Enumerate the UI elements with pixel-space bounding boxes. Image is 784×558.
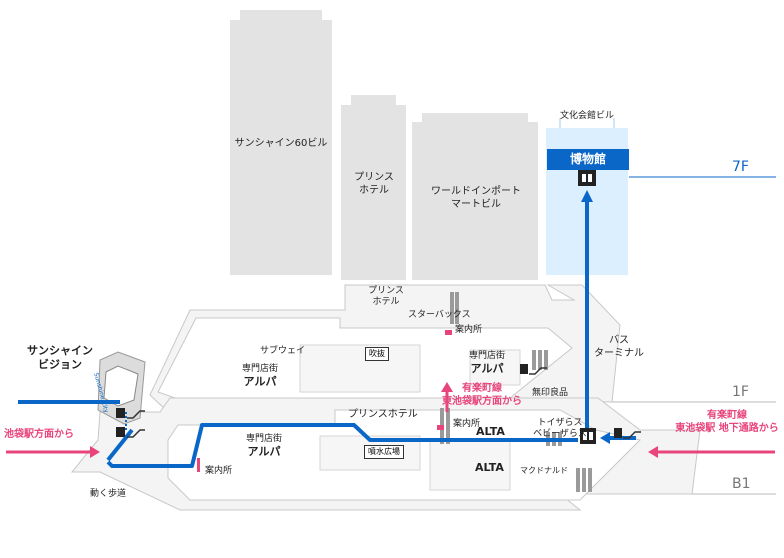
label-fountain-plaza: 噴水広場 [364, 445, 404, 459]
label-1f-alpa-sub: 専門店街 [241, 364, 279, 374]
pink-arrow-right-entry [648, 446, 775, 458]
label-b1-alpa-sub: 専門店街 [245, 434, 283, 444]
info-marker-icon [197, 330, 452, 472]
label-world-import-line1: ワールドインポート [431, 186, 521, 197]
sunshine-vision-tower [97, 351, 146, 425]
label-b1-prince-hotel: プリンスホテル [348, 409, 418, 420]
label-alta-top: ALTA [476, 425, 505, 438]
label-b1-info-center: 案内所 [453, 419, 481, 429]
label-toys-line2: ベビーザらス [533, 429, 587, 440]
label-1f-prince-line1: プリンス [368, 286, 404, 296]
label-mcdonalds: マクドナルド [520, 466, 568, 475]
label-subway: サブウェイ [260, 346, 306, 356]
escalator-icon [116, 364, 641, 439]
label-b1-alpa-main: アルパ [247, 445, 281, 459]
building-world-import-mart [412, 113, 538, 280]
label-1f-info: 案内所 [455, 325, 483, 335]
label-world-import-line2: マートビル [451, 198, 501, 210]
label-yurakucho-center-line1: 有楽町線 [462, 383, 502, 394]
label-sunshine-vision: サンシャイン ビジョン [27, 344, 93, 372]
label-bus-line2: ターミナル [594, 347, 644, 359]
label-1f-prince-hotel: プリンス ホテル [368, 286, 404, 309]
label-1f-alpa-main: アルパ [243, 375, 277, 389]
elevator-icon [578, 170, 596, 444]
label-world-import: ワールドインポート マートビル [431, 186, 521, 211]
label-prince-line1: プリンス [354, 172, 394, 183]
pink-arrow-left-entry [6, 446, 100, 458]
building-prince-hotel [341, 95, 406, 280]
label-1f-prince-line2: ホテル [372, 297, 400, 308]
label-yurakucho-right: 有楽町線 東池袋駅 地下通路から [675, 410, 778, 435]
label-yurakucho-right-line1: 有楽町線 [706, 410, 747, 421]
label-museum: 博物館 [547, 149, 629, 170]
label-fukinuke: 吹抜 [365, 347, 389, 361]
arrow-up-to-museum [581, 190, 593, 202]
label-ikebukuro-from: 池袋駅方面から [4, 429, 74, 440]
label-1f-alpa-left: 専門店街 アルパ [242, 364, 278, 389]
label-bus-line1: バス [609, 335, 629, 346]
label-muji: 無印良品 [532, 388, 569, 398]
floor-label-b1: B1 [732, 476, 751, 492]
label-yurakucho-right-line2: 東池袋駅 地下通路から [675, 422, 779, 434]
building-sunshine60 [230, 10, 332, 275]
label-bus-terminal: バス ターミナル [594, 335, 644, 360]
label-toys-line1: トイザらス [537, 418, 583, 428]
label-prince-line2: ホテル [359, 184, 389, 196]
label-1f-alpa-right: 専門店街 アルパ [469, 351, 505, 376]
label-vision-line1: サンシャイン [27, 344, 93, 357]
label-sunshine60: サンシャイン60ビル [234, 138, 328, 149]
floor-label-7f: 7F [732, 159, 749, 175]
floor-label-1f: 1F [732, 384, 749, 400]
label-b1-info-left: 案内所 [205, 466, 233, 476]
arrow-left-into-b1 [600, 432, 610, 444]
label-1f-alpa2-main: アルパ [470, 362, 504, 376]
label-moving-walkway: 動く歩道 [90, 489, 127, 499]
route-to-museum [18, 200, 636, 468]
label-bunka-kaikan: 文化会館ビル [559, 111, 615, 121]
label-alta-bottom: ALTA [475, 461, 504, 474]
label-yurakucho-center: 有楽町線 東池袋駅方面から [442, 383, 522, 408]
label-toys: トイザらス ベビーザらス [533, 418, 587, 441]
label-b1-alpa: 専門店街 アルパ [246, 434, 282, 459]
pink-arrow-yurakucho-up [441, 382, 453, 412]
label-prince-hotel-building: プリンス ホテル [354, 172, 394, 197]
label-vision-line2: ビジョン [38, 357, 82, 371]
label-starbucks: スターバックス [408, 310, 471, 320]
label-1f-alpa2-sub: 専門店街 [468, 351, 506, 361]
label-yurakucho-center-line2: 東池袋駅方面から [442, 395, 522, 407]
